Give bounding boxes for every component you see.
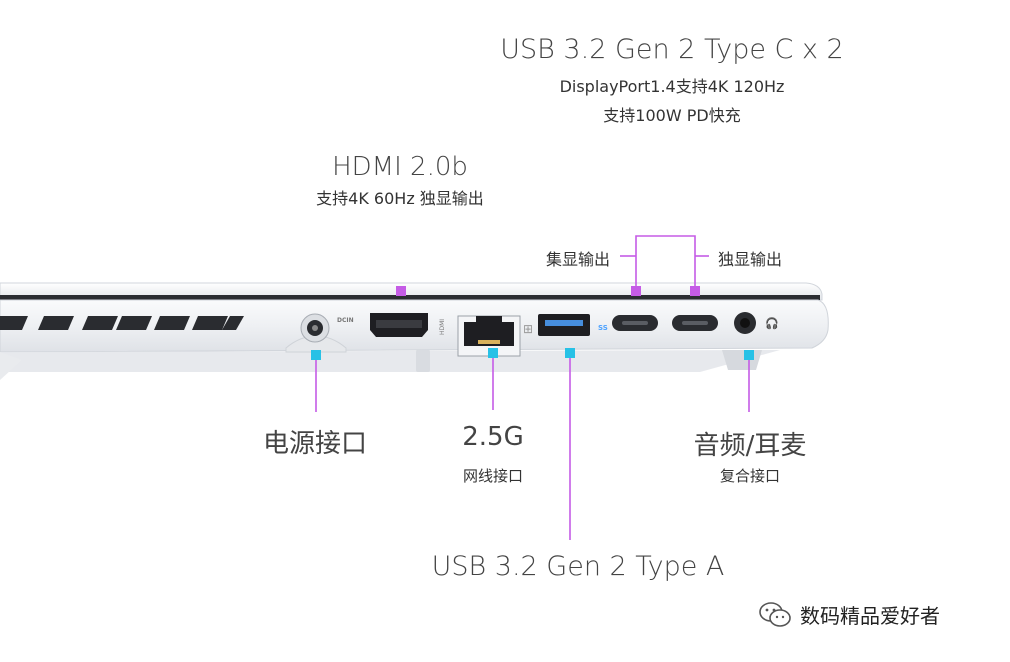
usb-a-port <box>538 314 590 336</box>
usbc-line2: 支持100W PD快充 <box>603 106 741 125</box>
dgpu-output-label: 独显输出 <box>717 250 782 269</box>
audio-title: 音频/耳麦 <box>693 431 807 461</box>
callout-markers <box>311 286 754 360</box>
watermark: 数码精品爱好者 <box>758 600 940 629</box>
audio-sub: 复合接口 <box>719 467 780 485</box>
lan-sub: 网线接口 <box>462 467 523 485</box>
callout-lines <box>315 128 750 540</box>
usb-c-port-1 <box>612 315 658 331</box>
lan-mark-icon: ⊞ <box>523 322 533 336</box>
ethernet-port <box>457 315 521 357</box>
dcin-mark: DCIN <box>337 317 354 324</box>
power-label: 电源接口 <box>262 429 367 459</box>
hdmi-sub: 支持4K 60Hz 独显输出 <box>316 189 484 208</box>
dc-in-port <box>285 313 347 353</box>
usbc-line1: DisplayPort1.4支持4K 120Hz <box>559 77 785 96</box>
hdmi-mark: HDMI <box>439 319 446 335</box>
igpu-output-label: 集显输出 <box>545 250 610 269</box>
svg-text:🎧: 🎧 <box>765 317 779 330</box>
cooling-vents <box>0 316 244 330</box>
hdmi-title: HDMI 2.0b <box>332 152 468 182</box>
watermark-text: 数码精品爱好者 <box>800 604 940 628</box>
hdmi-port <box>370 313 428 337</box>
wechat-icon <box>759 601 791 627</box>
ss-mark: SS <box>598 324 608 332</box>
lan-title: 2.5G <box>462 422 524 452</box>
usba-label: USB 3.2 Gen 2 Type A <box>431 551 725 582</box>
usbc-title: USB 3.2 Gen 2 Type C x 2 <box>500 34 844 65</box>
audio-jack: 🎧 <box>734 312 779 334</box>
usb-c-port-2 <box>672 315 718 331</box>
